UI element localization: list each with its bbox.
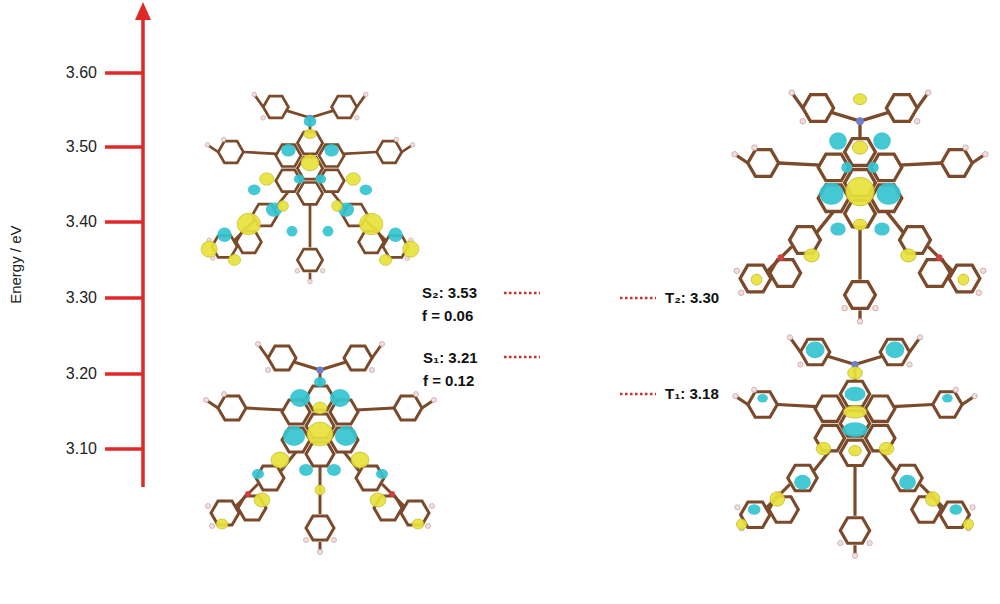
state-energy: T₁: 3.18 bbox=[665, 385, 719, 402]
axis-title: Energy / eV bbox=[6, 226, 23, 304]
tick-label: 3.40 bbox=[66, 213, 97, 231]
oscillator-strength: f = 0.06 bbox=[422, 307, 473, 324]
energy-axis bbox=[105, 2, 151, 487]
tick-label: 3.30 bbox=[66, 289, 97, 307]
t2-orbital-picture bbox=[732, 90, 988, 324]
tick-label: 3.10 bbox=[66, 440, 97, 458]
state-energy: S₂: 3.53 bbox=[422, 284, 477, 301]
tick-label: 3.20 bbox=[66, 365, 97, 383]
state-energy: S₁: 3.21 bbox=[423, 349, 478, 366]
tick-label: 3.60 bbox=[66, 64, 97, 82]
tick-label: 3.50 bbox=[66, 138, 97, 156]
s2-orbital-picture bbox=[201, 92, 419, 284]
energy-levels bbox=[504, 293, 656, 394]
oscillator-strength: f = 0.12 bbox=[423, 372, 474, 389]
state-energy: T₂: 3.30 bbox=[665, 289, 719, 306]
t1-orbital-picture bbox=[733, 335, 978, 559]
s1-orbital-picture bbox=[204, 342, 437, 555]
